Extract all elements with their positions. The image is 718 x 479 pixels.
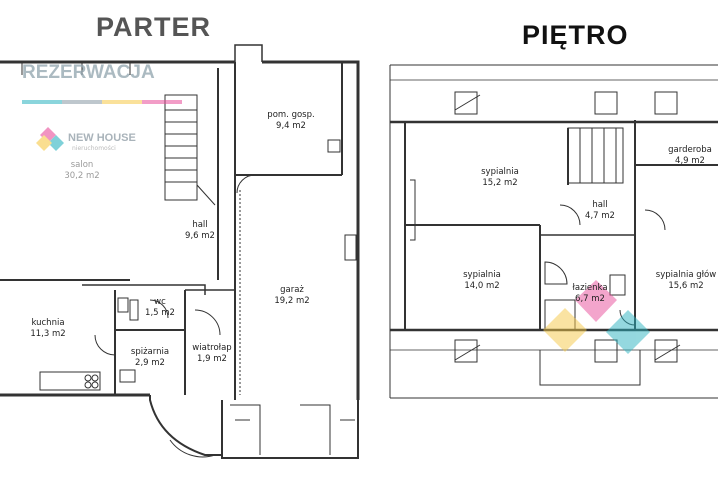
watermark-logo-primary — [22, 100, 182, 104]
upper-floor-plan — [389, 64, 718, 399]
watermark-logo-secondary — [36, 127, 64, 151]
room-label-pom-gosp: pom. gosp.9,4 m2 — [267, 110, 315, 131]
watermark-logo-large — [543, 280, 650, 354]
upper-floor-heading: PIĘTRO — [522, 20, 629, 50]
watermark-new-house-sub: nieruchomości — [72, 145, 116, 152]
watermark-new-house: NEW HOUSE — [68, 132, 136, 144]
ground-floor-heading: PARTER — [96, 12, 212, 42]
ground-floor-plan — [0, 44, 360, 459]
watermark-rezerwacja: REZERWACJA — [22, 62, 155, 83]
